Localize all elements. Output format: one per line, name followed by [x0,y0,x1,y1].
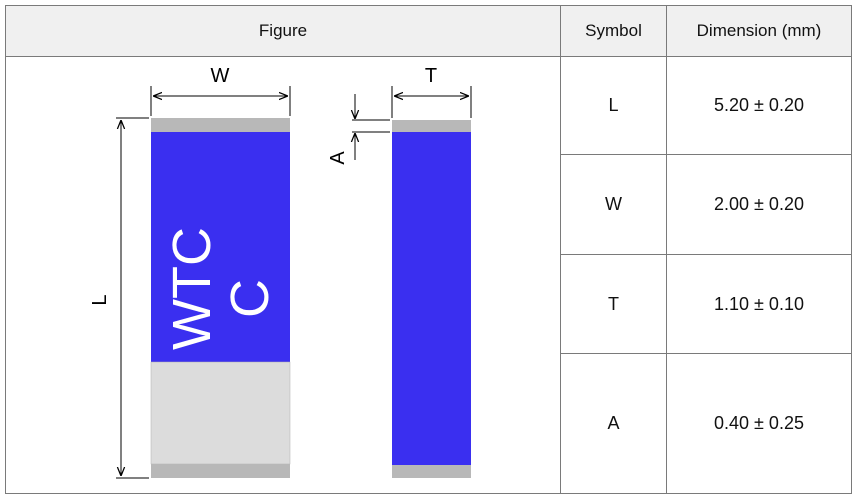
blue-body [151,132,290,362]
dimension-cell-w: 2.00 ± 0.20 [714,194,804,214]
ceramic-body [150,361,291,465]
side-blue-body [392,132,471,465]
header-symbol: Symbol [561,6,666,56]
front-view: WTC C W L [89,65,291,479]
header-figure: Figure [6,6,560,56]
svg-text:A: A [327,151,349,165]
divider [560,6,561,493]
divider [561,353,851,354]
symbol-cell-a: A [607,413,620,433]
dimension-cell-l: 5.20 ± 0.20 [714,95,804,115]
length-label: L [89,294,111,305]
divider [561,154,851,155]
dimension-cell-a: 0.40 ± 0.25 [714,413,804,433]
divider [561,254,851,255]
marking-line2: C [220,279,280,318]
termination-label: A [327,151,349,165]
svg-text:C: C [220,279,280,318]
symbol-cell-t: T [608,293,619,314]
side-view: T A [327,65,472,478]
side-top-terminal [392,120,471,132]
dimension-cell-t: 1.10 ± 0.10 [714,293,804,314]
symbol-cell-l: L [608,95,619,115]
svg-text:L: L [89,294,111,305]
divider [666,6,667,493]
width-label: W [211,65,230,87]
divider [6,56,851,57]
top-terminal [151,118,290,132]
header-dimension: Dimension (mm) [667,6,851,56]
svg-text:WTC: WTC [162,227,222,350]
thickness-label: T [425,65,437,87]
dimension-table: Figure Symbol Dimension (mm) L 5.20 ± 0.… [5,5,852,494]
side-bottom-terminal [392,465,471,478]
marking-line1: WTC [162,227,222,350]
symbol-cell-w: W [605,194,622,214]
bottom-terminal [151,464,290,478]
